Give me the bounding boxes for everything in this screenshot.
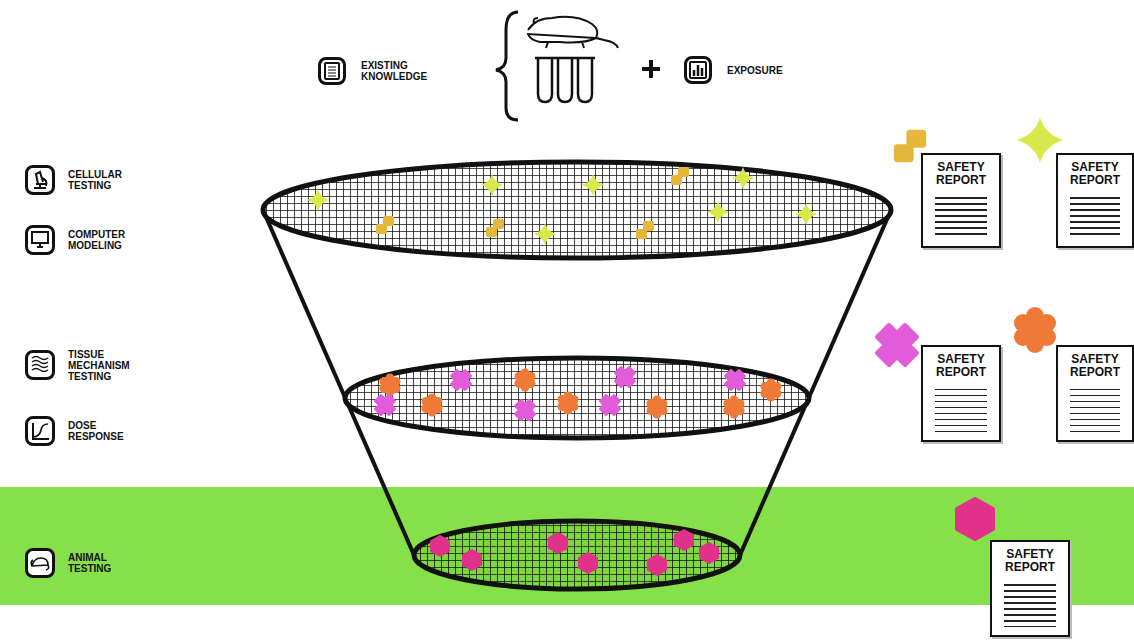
method-label: DOSE RESPONSE [68, 420, 136, 442]
green-band [0, 487, 1134, 605]
sieve-top [263, 162, 891, 258]
report-chemicals [877, 117, 1063, 539]
method-label: COMPUTER MODELING [68, 229, 136, 251]
existing-knowledge-illustration [496, 12, 660, 120]
microscope-glyph [34, 172, 47, 188]
safety-report: SAFETY REPORT [1056, 153, 1134, 248]
test-tubes [535, 58, 595, 102]
top-tier-chemicals [307, 167, 817, 245]
icon-glyphs [31, 62, 706, 570]
rat-drawing [528, 17, 618, 48]
chemical-cross [725, 370, 745, 390]
method-icon: EXISTING KNOWLEDGE [318, 57, 346, 85]
report-title: SAFETY REPORT [992, 542, 1068, 574]
chemical-hexagon [675, 530, 693, 550]
safety-report: SAFETY REPORT [1056, 345, 1134, 442]
method-icon: COMPUTER MODELING [25, 225, 55, 255]
chemical-star [1017, 117, 1063, 163]
chemical-flower [515, 369, 536, 392]
document-glyph [325, 63, 339, 79]
chemical-hexagon [648, 555, 666, 575]
chemical-star [534, 223, 556, 245]
chemical-flower [1014, 307, 1056, 353]
method-icon: ANIMAL TESTING [25, 548, 55, 578]
chemical-squares [636, 221, 654, 239]
report-text-lines [935, 389, 987, 432]
dose-curve-glyph [33, 423, 49, 439]
chemical-cross [600, 395, 620, 415]
test-tube [538, 58, 552, 102]
chemical-flower [422, 394, 443, 417]
chemical-cross [615, 367, 635, 387]
chemical-hexagon [463, 550, 481, 570]
funnel [263, 162, 891, 589]
chemical-star [582, 174, 604, 196]
test-tube [558, 58, 572, 102]
middle-tier-chemicals [375, 367, 782, 420]
method-icon: CELLULAR TESTING [25, 165, 55, 195]
chemical-hexagon [957, 499, 993, 539]
report-title: SAFETY REPORT [923, 155, 999, 187]
method-label: CELLULAR TESTING [68, 169, 136, 191]
method-label: TISSUE MECHANISM TESTING [68, 349, 136, 382]
chemical-star [732, 167, 754, 189]
rat-glyph [31, 558, 48, 570]
monitor-glyph [32, 232, 48, 247]
chemical-squares [376, 216, 394, 234]
report-text-lines [1070, 197, 1120, 238]
chemical-hexagon [579, 553, 597, 573]
chemical-star [481, 174, 503, 196]
method-label: ANIMAL TESTING [68, 552, 136, 574]
chemical-star [707, 201, 729, 223]
bottom-tier-chemicals [431, 530, 718, 575]
method-icon: DOSE RESPONSE [25, 416, 55, 446]
report-text-lines [1004, 584, 1056, 627]
chemical-flower [761, 379, 782, 402]
chemical-star [795, 203, 817, 225]
chemical-hexagon [549, 533, 567, 553]
report-title: SAFETY REPORT [1058, 155, 1132, 187]
chemical-cross [515, 400, 535, 420]
chemical-flower [380, 374, 401, 397]
chemical-hexagon [431, 536, 449, 556]
chemical-flower [558, 392, 579, 415]
tissue-glyph [32, 357, 48, 372]
test-tube [578, 58, 592, 102]
chemical-star [307, 189, 329, 211]
bar-chart-glyph [690, 62, 706, 78]
chemical-cross [375, 395, 395, 415]
method-label: EXPOSURE [727, 65, 795, 76]
sieve-middle [345, 358, 809, 438]
report-text-lines [935, 197, 987, 238]
report-title: SAFETY REPORT [923, 347, 999, 379]
chemical-flower [724, 396, 745, 419]
sieve-bottom [414, 521, 740, 589]
safety-report: SAFETY REPORT [921, 345, 1001, 442]
safety-report: SAFETY REPORT [921, 153, 1001, 248]
method-icon: TISSUE MECHANISM TESTING [25, 350, 55, 380]
chemical-squares [894, 130, 926, 162]
method-label: EXISTING KNOWLEDGE [361, 60, 429, 82]
chemical-squares [671, 167, 689, 185]
test-tube-rim [535, 57, 595, 60]
chemical-squares [486, 219, 504, 237]
chemical-cross [451, 370, 471, 390]
safety-report: SAFETY REPORT [990, 540, 1070, 637]
chemical-cross [877, 325, 917, 365]
plus-sign [642, 60, 660, 78]
method-icon: EXPOSURE [684, 56, 712, 84]
report-text-lines [1070, 389, 1120, 432]
report-title: SAFETY REPORT [1058, 347, 1132, 379]
brace [496, 12, 518, 120]
chemical-flower [647, 396, 668, 419]
chemical-hexagon [700, 543, 718, 563]
